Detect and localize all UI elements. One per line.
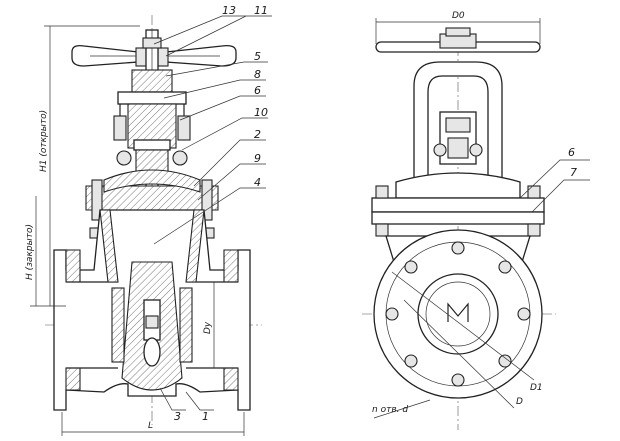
bonnet-side [371,172,545,237]
dimension-lines-right [373,18,541,419]
dim-dy: Dy [203,321,213,334]
part-label-13: 13 [222,4,236,17]
leader-6-right [519,159,590,199]
dimension-lines [30,25,245,436]
dim-h1-open: H1 (открыто) [39,110,49,172]
part-label-9: 9 [254,152,261,165]
part-label-1: 1 [202,410,209,423]
right-side-view: D0 D1 D n отв. d 6 7 [362,11,590,430]
part-label-6: 6 [254,84,261,97]
part-label-6-right: 6 [568,146,575,159]
part-label-11: 11 [254,4,268,17]
dim-length: L [148,421,153,431]
left-sectional-view: H1 (открыто) H (закрыто) Dy L 13 11 5 8 … [25,4,272,436]
handwheel-side [375,27,541,53]
part-label-4: 4 [254,176,261,189]
flange-face [373,229,543,399]
part-leaders-left [153,15,272,411]
dim-holes: n отв. d [372,405,408,415]
handwheel [71,44,237,67]
wedge [121,261,183,391]
yoke [113,69,191,181]
dim-h-closed: H (закрыто) [25,224,35,280]
dim-d0: D0 [452,11,465,21]
part-label-2: 2 [254,128,261,141]
bonnet-flange [85,169,219,239]
seat-ring-right [179,287,193,363]
part-label-7-right: 7 [570,166,577,179]
leader-7-right [531,179,590,213]
part-label-3: 3 [174,410,181,423]
dim-d: D [516,397,523,407]
part-label-10: 10 [254,106,268,119]
part-label-5: 5 [254,50,261,63]
marking-m-shape [447,302,469,322]
part-label-8: 8 [254,68,261,81]
seat-ring-left [111,287,125,363]
yoke-side [413,61,503,181]
dim-d1: D1 [530,383,543,393]
